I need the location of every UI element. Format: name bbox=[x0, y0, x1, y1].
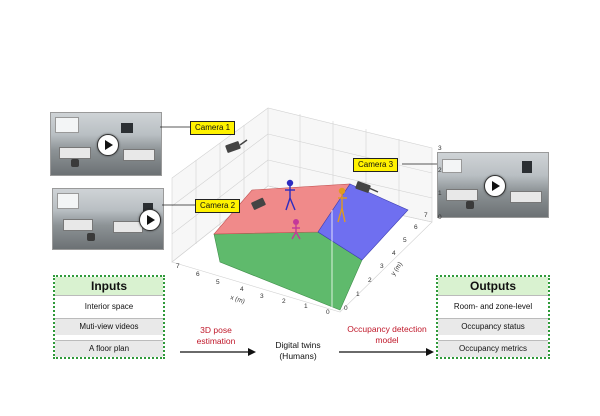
outputs-title: Outputs bbox=[438, 277, 548, 295]
chair bbox=[466, 201, 474, 209]
z-tick: 1 bbox=[438, 190, 442, 197]
camera-2-icon bbox=[251, 197, 266, 210]
x-tick: 0 bbox=[326, 309, 330, 316]
occupancy-model-label: Occupancy detection model bbox=[347, 324, 427, 345]
output-item: Occupancy status bbox=[438, 318, 548, 335]
output-item: Room- and zone-level bbox=[438, 295, 548, 318]
chair bbox=[71, 159, 79, 167]
input-item: Interior space bbox=[55, 295, 163, 318]
human-skeleton-orange bbox=[337, 187, 347, 223]
window bbox=[442, 159, 462, 173]
camera-3-label: Camera 3 bbox=[353, 158, 399, 172]
pose-estimation-label: 3D pose estimation bbox=[196, 325, 236, 346]
input-item: A floor plan bbox=[55, 340, 163, 357]
play-icon[interactable] bbox=[484, 175, 506, 197]
y-tick: 3 bbox=[380, 263, 384, 270]
flow-arrow-1 bbox=[180, 348, 256, 356]
zone-blue bbox=[317, 183, 409, 261]
inputs-box: Inputs Interior space Muti-view videos A… bbox=[53, 275, 165, 359]
y-tick: 5 bbox=[403, 237, 407, 244]
human-skeleton-blue bbox=[285, 179, 296, 211]
camera-2-video-thumbnail[interactable] bbox=[52, 188, 164, 250]
desk bbox=[59, 147, 91, 159]
input-item: Muti-view videos bbox=[55, 318, 163, 335]
camera-1-video-thumbnail[interactable] bbox=[50, 112, 162, 176]
x-tick: 7 bbox=[176, 263, 180, 270]
play-icon[interactable] bbox=[97, 134, 119, 156]
y-tick: 2 bbox=[368, 277, 372, 284]
y-tick: 4 bbox=[392, 250, 396, 257]
z-tick: 3 bbox=[438, 145, 442, 152]
inputs-title: Inputs bbox=[55, 277, 163, 295]
desk bbox=[123, 149, 155, 161]
window bbox=[55, 117, 79, 133]
camera-1-icon bbox=[225, 139, 248, 153]
camera-3-icon bbox=[355, 181, 379, 193]
y-tick: 6 bbox=[414, 224, 418, 231]
flow-arrow-2 bbox=[339, 348, 434, 356]
x-tick: 1 bbox=[304, 303, 308, 310]
desk bbox=[63, 219, 93, 231]
y-axis-label: y (m) bbox=[390, 261, 404, 277]
camera-1-label: Camera 1 bbox=[190, 121, 236, 135]
y-tick: 7 bbox=[424, 212, 428, 219]
x-tick: 4 bbox=[240, 286, 244, 293]
x-axis-label: x (m) bbox=[229, 294, 245, 305]
desk bbox=[446, 189, 478, 201]
monitor bbox=[522, 161, 532, 173]
outputs-box: Outputs Room- and zone-level Occupancy s… bbox=[436, 275, 550, 359]
camera-3-video-thumbnail[interactable] bbox=[437, 152, 549, 218]
y-tick: 1 bbox=[356, 291, 360, 298]
chair bbox=[87, 233, 95, 241]
z-tick: 2 bbox=[438, 167, 442, 174]
camera-2-label: Camera 2 bbox=[195, 199, 241, 213]
window bbox=[57, 193, 79, 209]
play-icon[interactable] bbox=[139, 209, 161, 231]
output-item: Occupancy metrics bbox=[438, 340, 548, 357]
desk bbox=[510, 191, 542, 203]
x-tick: 2 bbox=[282, 298, 286, 305]
x-tick: 3 bbox=[260, 293, 264, 300]
human-skeleton-pink bbox=[291, 218, 301, 240]
digital-twins-label: Digital twins (Humans) bbox=[275, 340, 321, 361]
x-tick: 6 bbox=[196, 271, 200, 278]
z-tick: 0 bbox=[438, 214, 442, 221]
y-tick: 0 bbox=[344, 305, 348, 312]
monitor bbox=[121, 123, 133, 133]
x-tick: 5 bbox=[216, 279, 220, 286]
